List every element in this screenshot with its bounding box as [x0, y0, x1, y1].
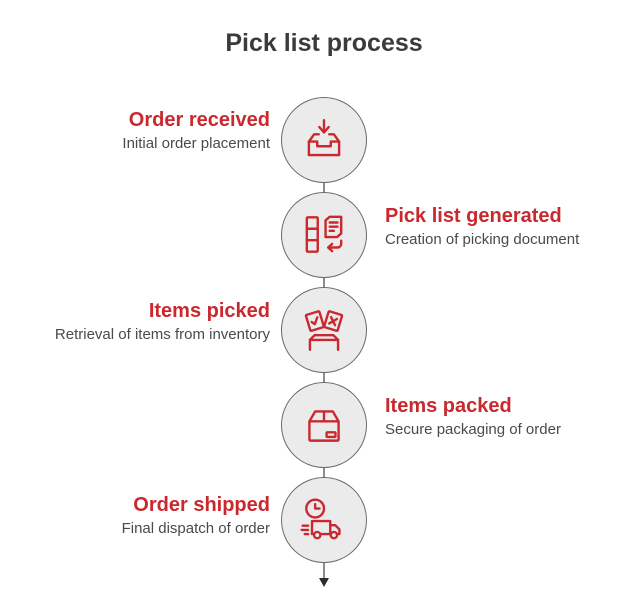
step-circle-order-received	[281, 97, 367, 183]
step-title: Pick list generated	[385, 205, 562, 227]
arrow-down-icon	[319, 578, 329, 587]
package-box-icon	[308, 410, 340, 442]
step-description: Initial order placement	[122, 135, 270, 152]
step-circle-items-picked	[281, 287, 367, 373]
step-label-items-packed: Items packed Secure packaging of order	[385, 395, 561, 440]
step-title: Order shipped	[133, 494, 270, 516]
inbox-receive-icon	[307, 119, 341, 157]
step-label-order-received: Order received Initial order placement	[122, 109, 270, 154]
step-title: Order received	[128, 109, 270, 131]
step-circle-order-shipped	[281, 477, 367, 563]
step-title: Items picked	[148, 300, 270, 322]
step-description: Final dispatch of order	[121, 520, 270, 537]
step-title: Items packed	[385, 395, 512, 417]
step-circle-pick-list-generated	[281, 192, 367, 278]
sorting-items-icon	[304, 310, 344, 351]
step-description: Creation of picking document	[385, 231, 580, 248]
step-label-order-shipped: Order shipped Final dispatch of order	[122, 494, 270, 539]
step-label-pick-list-generated: Pick list generated Creation of picking …	[385, 205, 579, 250]
diagram-title: Pick list process	[225, 29, 423, 57]
step-description: Retrieval of items from inventory	[54, 326, 270, 343]
delivery-truck-icon	[300, 498, 341, 540]
step-circle-items-packed	[281, 382, 367, 468]
pick-list-document-icon	[305, 215, 343, 253]
step-description: Secure packaging of order	[385, 421, 561, 438]
step-label-items-picked: Items picked Retrieval of items from inv…	[55, 300, 270, 345]
